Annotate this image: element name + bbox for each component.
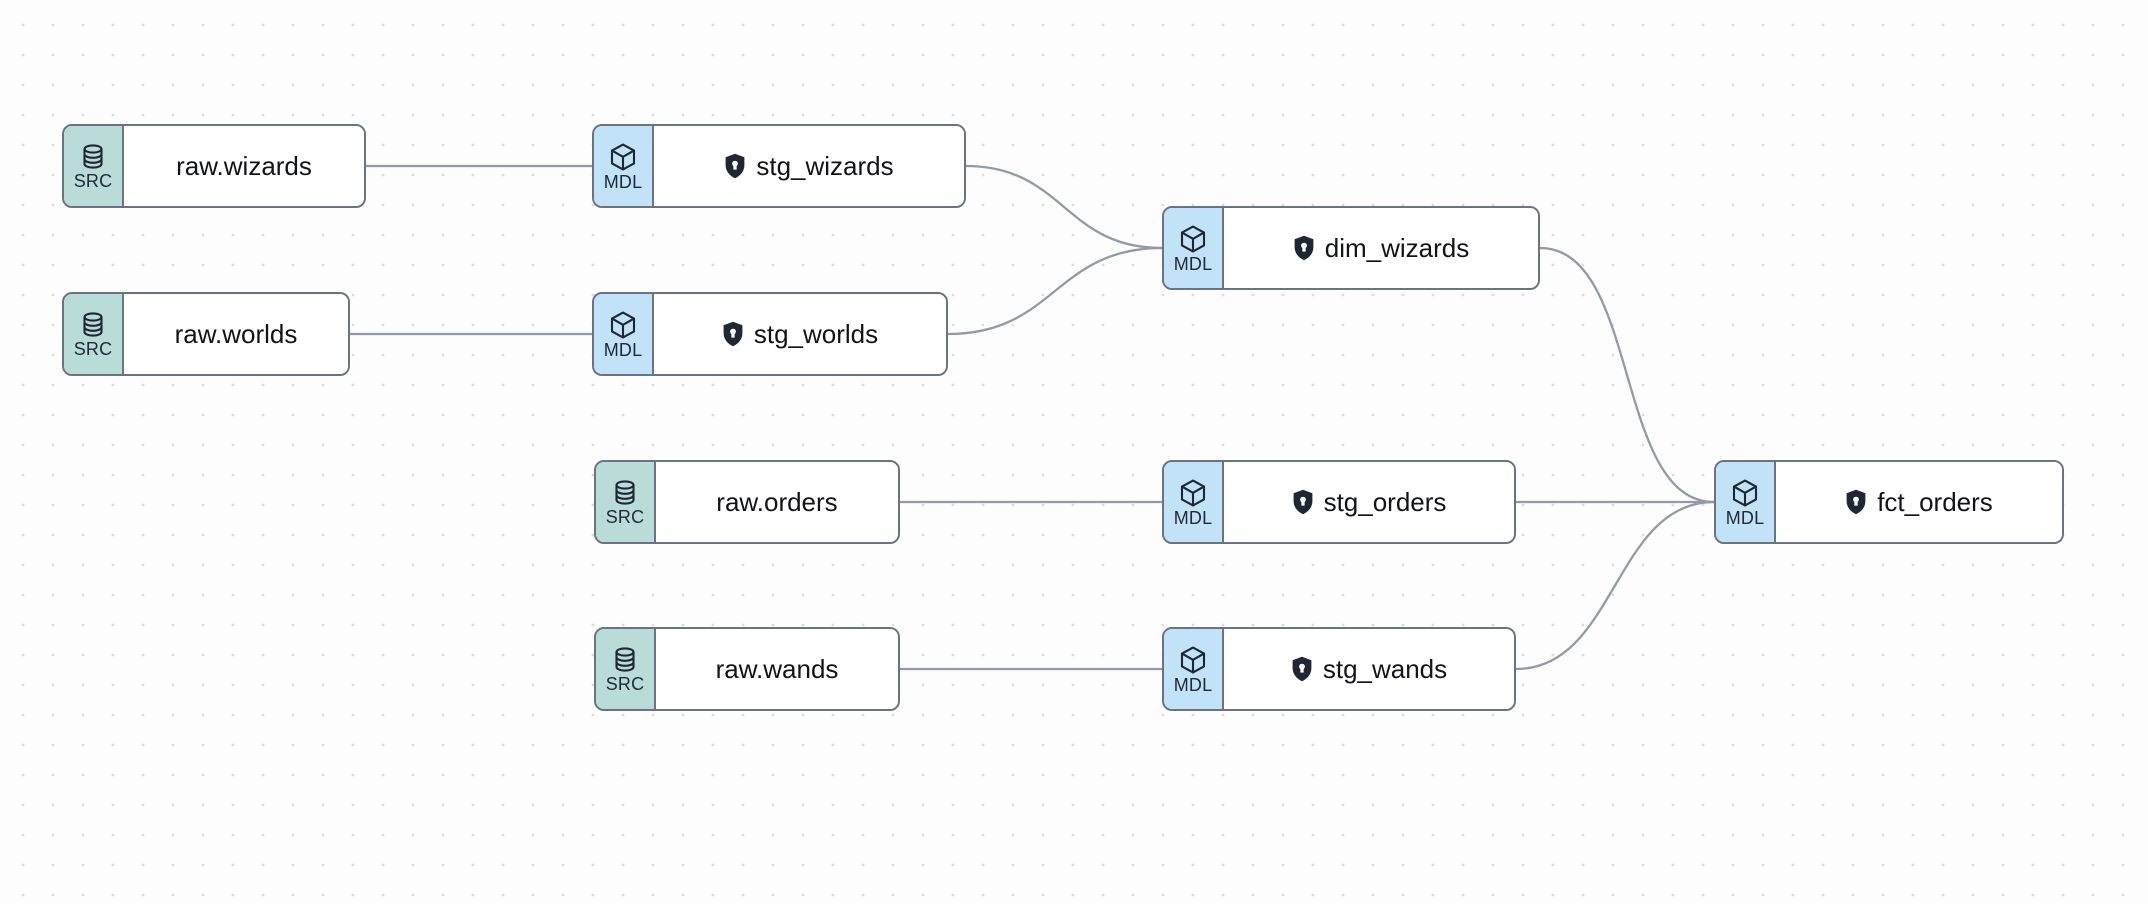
node-body: stg_worlds	[654, 294, 946, 374]
database-icon	[80, 143, 106, 171]
lineage-edge	[1539, 246, 1715, 504]
node-label: raw.wands	[715, 654, 839, 684]
database-icon	[612, 646, 638, 674]
node-label: raw.wizards	[176, 151, 312, 181]
shield-lock-icon	[1293, 235, 1315, 261]
shield-lock-icon	[724, 153, 746, 179]
shield-lock-icon	[1291, 656, 1313, 682]
node-body: fct_orders	[1776, 462, 2062, 542]
node-label: fct_orders	[1877, 487, 1993, 517]
node-body: raw.wizards	[124, 126, 364, 206]
lineage-node-raw_wizards[interactable]: SRC raw.wizards	[62, 124, 366, 208]
lineage-node-raw_orders[interactable]: SRC raw.orders	[594, 460, 900, 544]
node-kind-badge: SRC	[64, 294, 124, 374]
node-kind-label: MDL	[1173, 507, 1213, 528]
node-kind-label: SRC	[73, 338, 113, 359]
lineage-node-stg_worlds[interactable]: MDL stg_worlds	[592, 292, 948, 376]
lineage-node-stg_orders[interactable]: MDL stg_orders	[1162, 460, 1516, 544]
node-body: raw.orders	[656, 462, 898, 542]
cube-icon	[1178, 645, 1208, 675]
node-kind-badge: MDL	[1164, 462, 1224, 542]
cube-icon	[1730, 478, 1760, 508]
node-label: stg_orders	[1323, 487, 1447, 517]
node-kind-label: MDL	[1725, 507, 1765, 528]
lineage-edge	[1515, 500, 1715, 671]
node-kind-badge: SRC	[596, 462, 656, 542]
node-label: stg_worlds	[753, 319, 879, 349]
node-label: stg_wizards	[756, 151, 894, 181]
lineage-node-fct_orders[interactable]: MDL fct_orders	[1714, 460, 2064, 544]
node-kind-label: MDL	[603, 171, 643, 192]
database-icon	[612, 479, 638, 507]
node-label: raw.orders	[716, 487, 838, 517]
node-body: stg_wizards	[654, 126, 964, 206]
node-label: raw.worlds	[174, 319, 298, 349]
node-body: raw.wands	[656, 629, 898, 709]
node-kind-badge: MDL	[1164, 629, 1224, 709]
lineage-node-raw_worlds[interactable]: SRC raw.worlds	[62, 292, 350, 376]
node-label: dim_wizards	[1324, 233, 1470, 263]
node-kind-badge: MDL	[1716, 462, 1776, 542]
node-kind-label: MDL	[1173, 253, 1213, 274]
node-kind-badge: SRC	[596, 629, 656, 709]
shield-lock-icon	[1292, 489, 1314, 515]
node-kind-badge: MDL	[1164, 208, 1224, 288]
cube-icon	[1178, 224, 1208, 254]
lineage-node-stg_wands[interactable]: MDL stg_wands	[1162, 627, 1516, 711]
node-kind-badge: MDL	[594, 294, 654, 374]
node-kind-label: SRC	[605, 673, 645, 694]
cube-icon	[608, 310, 638, 340]
lineage-edge	[947, 246, 1163, 336]
node-kind-badge: MDL	[594, 126, 654, 206]
node-label: stg_wands	[1322, 654, 1448, 684]
node-kind-badge: SRC	[64, 126, 124, 206]
lineage-node-dim_wizards[interactable]: MDL dim_wizards	[1162, 206, 1540, 290]
node-body: raw.worlds	[124, 294, 348, 374]
cube-icon	[1178, 478, 1208, 508]
lineage-node-raw_wands[interactable]: SRC raw.wands	[594, 627, 900, 711]
lineage-edge	[965, 164, 1163, 250]
shield-lock-icon	[722, 321, 744, 347]
node-body: dim_wizards	[1224, 208, 1538, 288]
lineage-node-stg_wizards[interactable]: MDL stg_wizards	[592, 124, 966, 208]
node-kind-label: SRC	[73, 170, 113, 191]
node-body: stg_wands	[1224, 629, 1514, 709]
cube-icon	[608, 142, 638, 172]
node-body: stg_orders	[1224, 462, 1514, 542]
shield-lock-icon	[1845, 489, 1867, 515]
node-kind-label: MDL	[603, 339, 643, 360]
database-icon	[80, 311, 106, 339]
node-kind-label: SRC	[605, 506, 645, 527]
node-kind-label: MDL	[1173, 674, 1213, 695]
